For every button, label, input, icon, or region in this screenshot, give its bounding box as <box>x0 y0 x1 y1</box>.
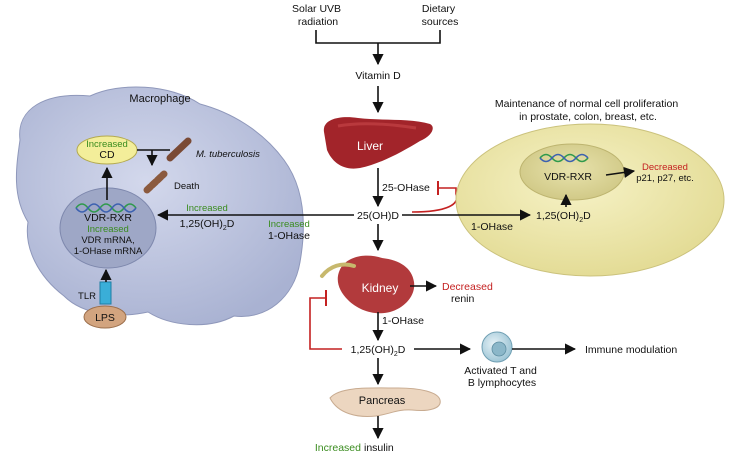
adrenal-gland <box>320 262 356 278</box>
p21-label: p21, p27, etc. <box>636 173 694 184</box>
renin-label: renin <box>451 293 475 305</box>
mac-calcitriol-label: 1,25(OH)2D <box>180 218 235 232</box>
decreased-renin: Decreased <box>442 281 493 293</box>
decreased-p21-label: Decreased <box>642 162 688 173</box>
prostate-vdr-rxr: VDR-RXR <box>544 171 592 183</box>
mac-ohase-increased: Increased <box>268 219 310 230</box>
lps-label: LPS <box>95 312 115 324</box>
death-label: Death <box>174 181 199 192</box>
feedback-calcitriol-kidney <box>309 297 342 350</box>
prostate-title: Maintenance of normal cell proliferation… <box>495 98 681 123</box>
dna-helix-icon <box>75 203 137 213</box>
kidney-organ <box>337 255 415 314</box>
dietary-sources-label: Dietary sources <box>422 3 459 28</box>
mtb-bacillus <box>166 137 192 162</box>
dead-bacillus <box>143 170 168 194</box>
prostate-calcitriol: 1,25(OH)2D <box>536 210 591 224</box>
mtb-label: M. tuberculosis <box>196 149 260 160</box>
tlr-label: TLR <box>78 291 96 302</box>
lps-molecule <box>83 305 127 329</box>
ohase25-label: 25-OHase <box>382 182 430 194</box>
liver-organ <box>323 117 433 169</box>
macrophage-nucleus <box>59 187 157 269</box>
sources-bracket <box>315 30 441 44</box>
dna-helix-icon-2 <box>539 153 589 163</box>
kidney-label: Kidney <box>362 281 399 295</box>
mac-ohase-mrna: 1-OHase mRNA <box>74 246 143 257</box>
metabolite-25ohd: 25(OH)D <box>357 210 399 222</box>
mac-vdr-mrna: VDR mRNA, <box>81 235 134 246</box>
mac-vdr-rxr: VDR-RXR <box>84 212 132 224</box>
insulin-label: insulin <box>364 442 394 454</box>
mac-vdr-increased: Increased <box>87 224 129 235</box>
pancreas-organ <box>329 387 441 417</box>
vitamin-d-label: Vitamin D <box>355 70 401 82</box>
arrow-to-decreased-p21 <box>605 166 636 178</box>
calcitriol-kidney: 1,25(OH)2D <box>351 344 406 358</box>
macrophage-title: Macrophage <box>129 93 190 105</box>
liver-label: Liver <box>357 139 383 153</box>
immune-modulation: Immune modulation <box>585 344 677 356</box>
cd-increased: Increased <box>86 139 128 150</box>
cd-label: CD <box>99 149 115 161</box>
prostate-ohase: 1-OHase <box>471 221 513 233</box>
lymphocytes-label: Activated T and B lymphocytes <box>464 365 540 389</box>
mac-calcitriol-increased: Increased <box>186 203 228 214</box>
solar-uvb-label: Solar UVB radiation <box>292 3 344 28</box>
tlr-receptor <box>99 281 112 305</box>
lymphocyte-nucleus <box>491 341 507 357</box>
ohase1-kidney: 1-OHase <box>382 315 424 327</box>
macrophage-cell <box>15 86 304 326</box>
mac-ohase-label: 1-OHase <box>268 230 310 242</box>
insulin-increased: Increased <box>315 442 361 454</box>
pancreas-label: Pancreas <box>359 395 406 407</box>
liver-highlight <box>337 122 417 130</box>
